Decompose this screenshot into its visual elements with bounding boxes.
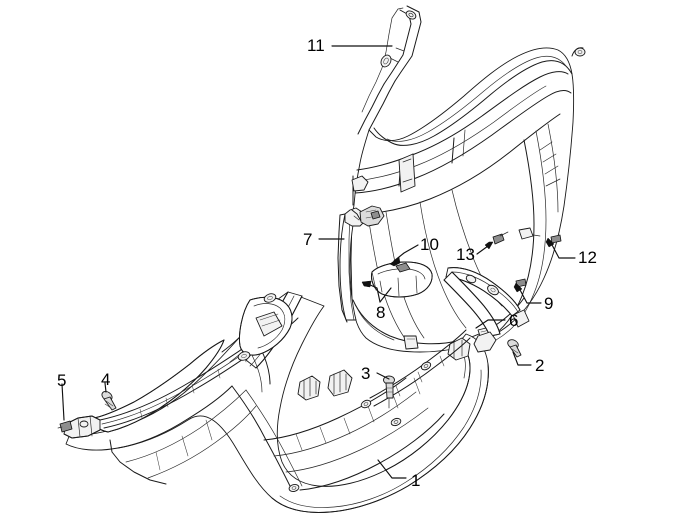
part-1-footboard-floor-panel [57, 291, 497, 513]
part-12-right-lower-fastener [518, 227, 562, 244]
part-6-right-side-trim-bracket [443, 267, 521, 337]
part-13-center-lower-fastener [492, 231, 509, 245]
leader-1 [377, 459, 407, 479]
part-3-screw-center-floor [383, 375, 395, 409]
callout-label-4: 4 [101, 370, 111, 389]
leader-13 [476, 245, 489, 255]
part-7-left-shield-edge-trim [337, 175, 385, 323]
callout-label-6: 6 [509, 311, 519, 330]
part-4-screw-left-front [101, 391, 117, 411]
leader-5 [61, 383, 65, 421]
callout-label-1: 1 [411, 471, 421, 490]
callout-label-11: 11 [307, 36, 325, 55]
leader-3 [376, 372, 390, 380]
callout-label-9: 9 [544, 294, 554, 313]
leader-6 [475, 319, 506, 329]
leader-9 [518, 287, 542, 304]
leader-8 [367, 283, 381, 303]
part-8-shield-emblem-recess [371, 261, 433, 298]
callout-label-7: 7 [303, 230, 313, 249]
leader-12 [550, 242, 576, 259]
callout-label-13: 13 [456, 245, 475, 264]
part-11-handlebar-cover-stay [357, 5, 422, 135]
callout-label-5: 5 [57, 371, 67, 390]
callout-label-3: 3 [361, 364, 371, 383]
callout-label-2: 2 [535, 356, 545, 375]
callout-label-8: 8 [376, 303, 386, 322]
leader-2 [512, 351, 532, 366]
part-2-screw-right-side [507, 339, 522, 358]
callout-leader-lines [61, 45, 576, 479]
leader-4 [104, 382, 107, 393]
callout-label-10: 10 [420, 235, 439, 254]
callout-label-12: 12 [578, 248, 597, 267]
